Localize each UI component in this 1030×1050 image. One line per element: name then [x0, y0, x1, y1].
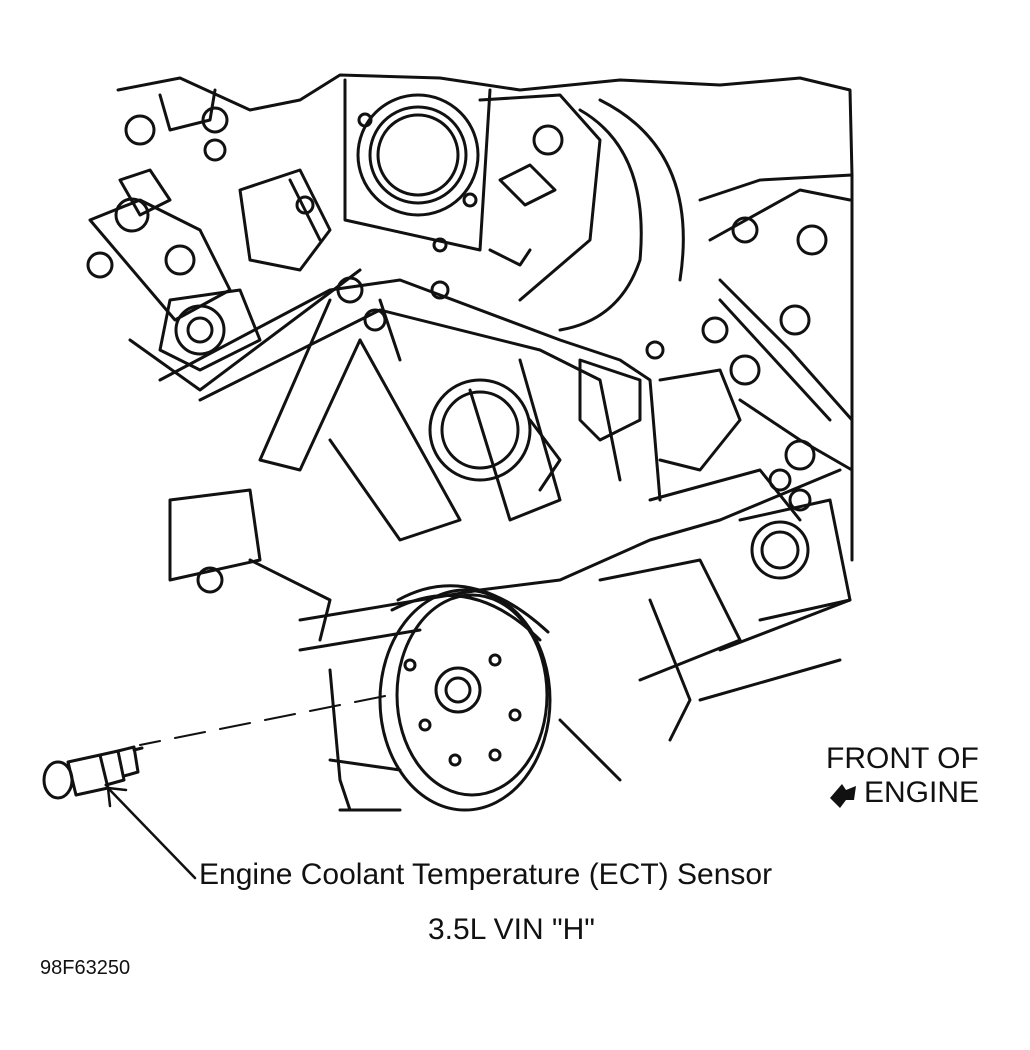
engine-variant-label: 3.5L VIN "H"	[428, 913, 595, 946]
ect-sensor-icon	[42, 745, 144, 800]
throttle-body	[343, 78, 685, 332]
arrow-left-down-icon	[830, 784, 856, 808]
sensor-callout-label: Engine Coolant Temperature (ECT) Sensor	[199, 858, 773, 891]
installation-guide-line	[139, 695, 386, 746]
right-cylinder-head	[698, 173, 854, 562]
engine-block	[158, 276, 852, 812]
figure-id: 98F63250	[40, 957, 131, 979]
orientation-label-line2: ENGINE	[864, 776, 980, 809]
callout-leader-arrow	[106, 786, 197, 880]
crankshaft-pulley	[378, 584, 552, 812]
orientation-label-line1: FRONT OF	[826, 742, 979, 775]
